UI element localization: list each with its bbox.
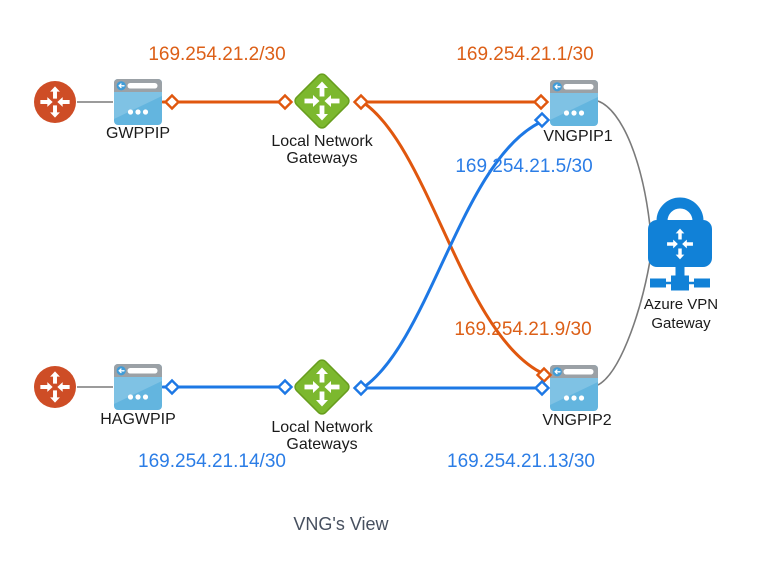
hagwpip-publicip-icon <box>113 363 163 411</box>
local-network-gateways-label: Local Network Gateways <box>271 419 373 453</box>
ip-label-vngpip2-primary: 169.254.21.9/30 <box>454 319 592 340</box>
azure-vpn-gateway-label: Azure VPN Gateway <box>643 296 719 332</box>
edge-lngtop-vngpip2 <box>362 101 542 374</box>
local-network-gateway-icon <box>293 72 351 130</box>
edge-vngpip2-azuregw <box>597 253 652 386</box>
vngpip1-label: VNGPIP1 <box>543 128 613 145</box>
gwppip-publicip-icon <box>113 78 163 126</box>
ip-label-vngpip2-secondary: 169.254.21.13/30 <box>447 451 595 472</box>
vngpip2-label: VNGPIP2 <box>542 412 612 429</box>
azure-vpn-gateway-icon <box>648 197 712 291</box>
ip-label-vngpip1-primary: 169.254.21.1/30 <box>456 44 594 65</box>
gwppip-label: GWPPIP <box>105 125 170 142</box>
ip-label-vngpip1-secondary: 169.254.21.5/30 <box>455 156 593 177</box>
edge-lngbottom-vngpip1 <box>362 121 541 389</box>
hagwpip-label: HAGWPIP <box>100 411 176 428</box>
router-icon <box>34 366 76 408</box>
local-network-gateways-label: Local Network Gateways <box>271 133 373 167</box>
ip-label-gwppip-link: 169.254.21.2/30 <box>148 44 286 65</box>
diagram-caption: VNG's View <box>293 514 389 534</box>
local-network-gateway-icon <box>293 358 351 416</box>
vngpip1-publicip-icon <box>549 79 599 127</box>
router-icon <box>34 81 76 123</box>
ip-label-hagwpip-link: 169.254.21.14/30 <box>138 451 286 472</box>
vngpip2-publicip-icon <box>549 364 599 412</box>
edge-vngpip1-azuregw <box>597 100 652 237</box>
